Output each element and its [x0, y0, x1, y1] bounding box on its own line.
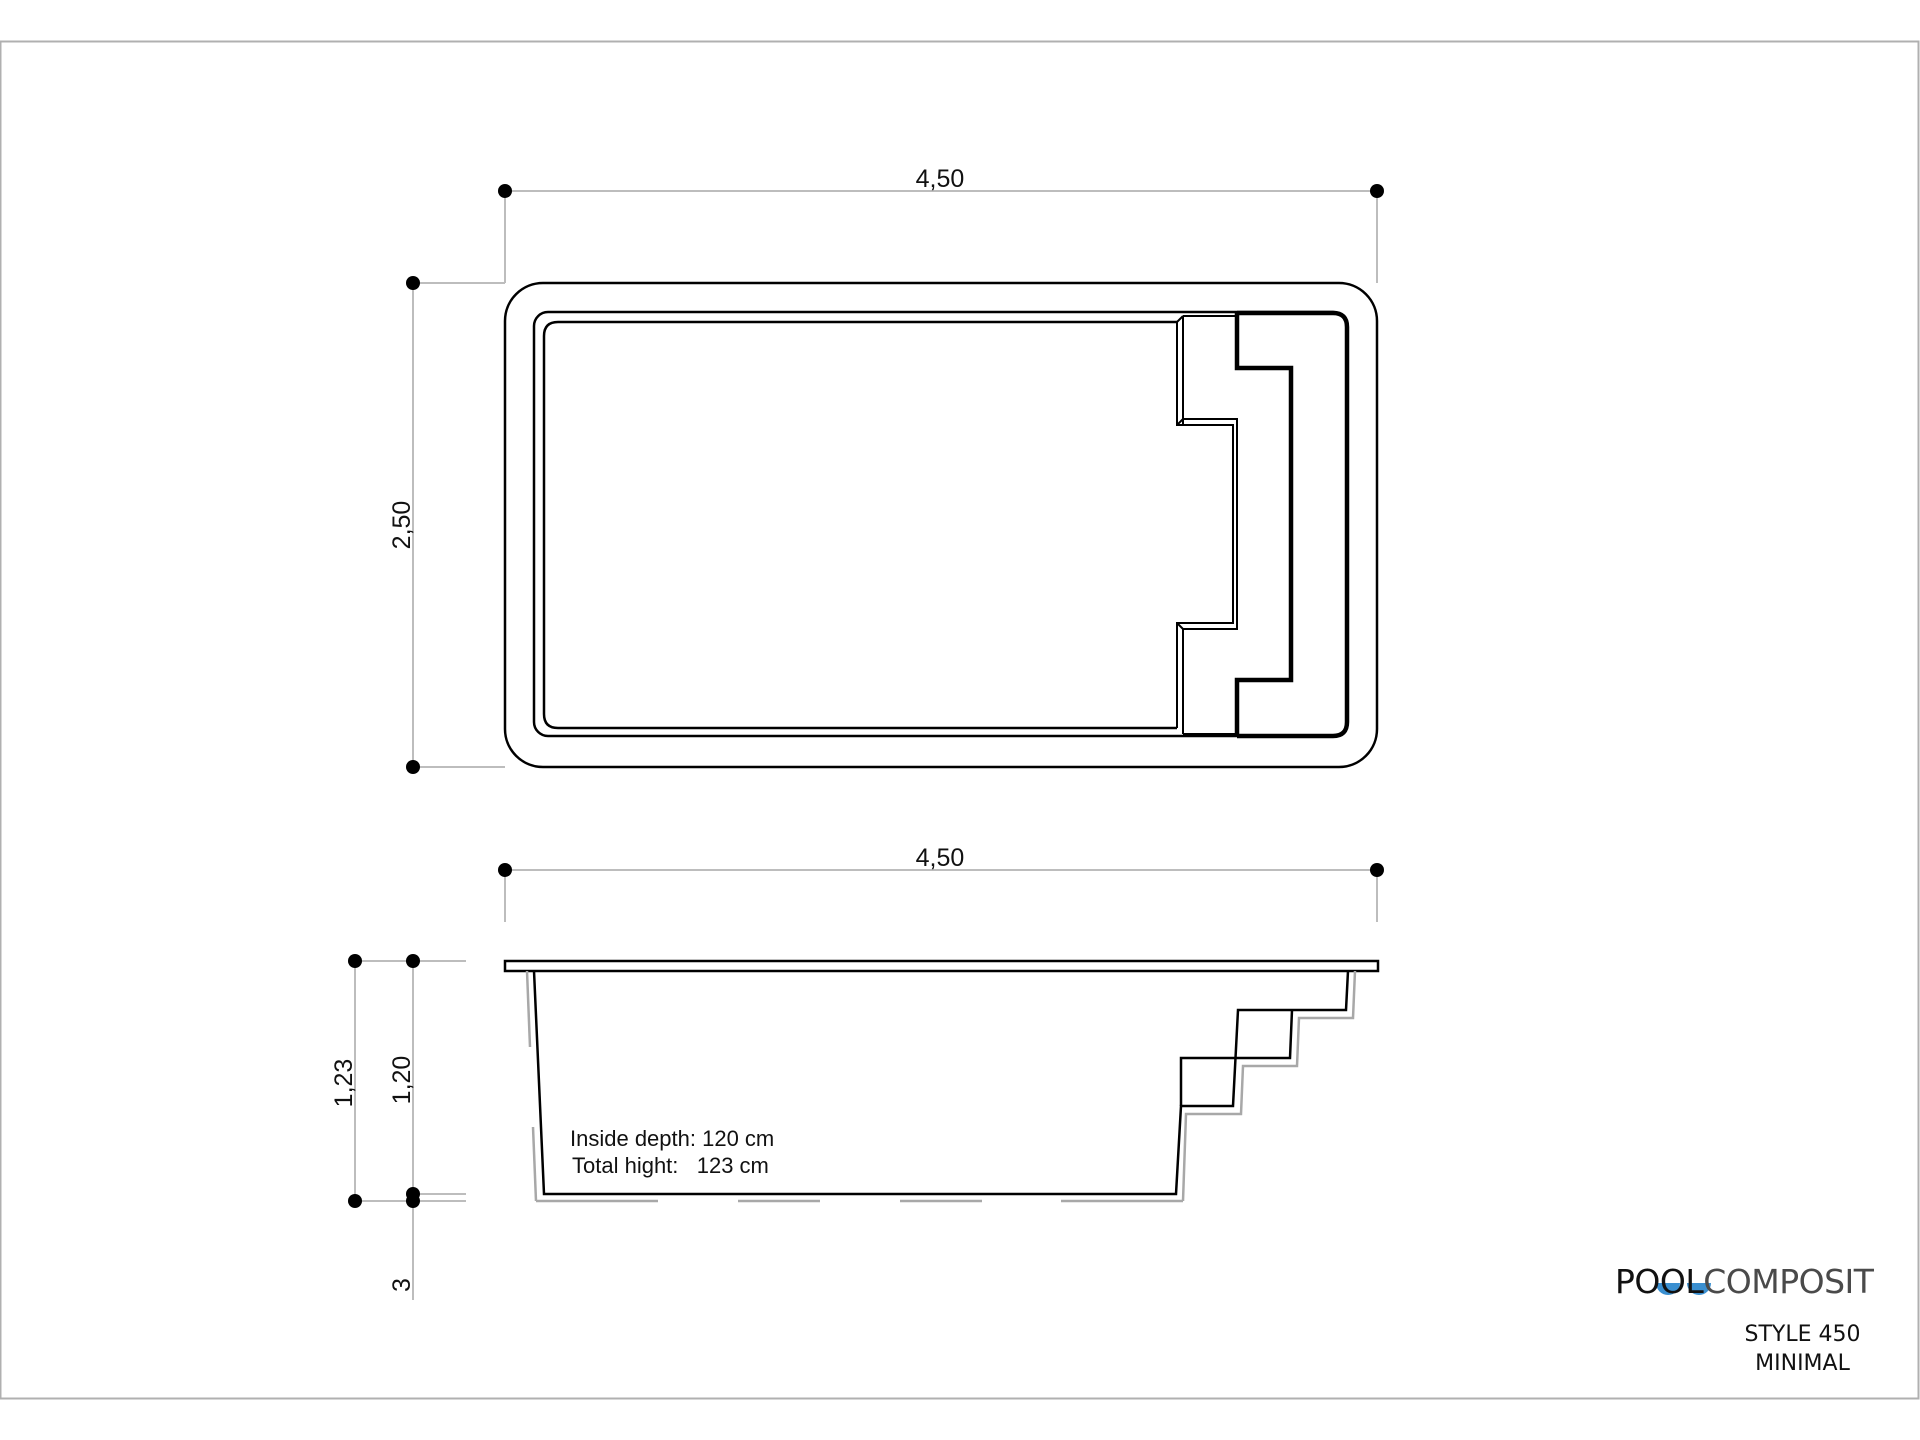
step-thin-outline	[1176, 315, 1238, 734]
shell-inner-profile	[532, 970, 1350, 1196]
pool-lip	[503, 959, 1380, 973]
brand-name-part2: COMPOSIT	[1703, 1262, 1874, 1301]
plan-view: 4,50 2,50	[388, 165, 1384, 774]
dimension-dot	[498, 184, 512, 198]
dimension-dot	[1370, 184, 1384, 198]
model-variant: MINIMAL	[1755, 1351, 1850, 1376]
step-bench-edge	[1237, 310, 1350, 739]
total-height-label: 1,23	[330, 1059, 358, 1108]
pool-floor-outline	[542, 320, 1177, 730]
plan-width-label: 4,50	[916, 165, 965, 193]
plan-width-dimension	[504, 190, 1378, 283]
section-view: 4,50 1,23 1,20 3	[330, 844, 1384, 1300]
brand-logo: POOLCOMPOSIT	[1615, 1262, 1874, 1302]
dimension-dot	[406, 276, 420, 290]
model-name: STYLE 450	[1744, 1322, 1861, 1347]
section-width-label: 4,50	[916, 844, 965, 872]
section-width-dimension	[504, 869, 1378, 922]
dimension-dot	[1370, 863, 1384, 877]
dimension-dot	[348, 1194, 362, 1208]
dimension-dot	[498, 863, 512, 877]
step-bench-outline	[1234, 313, 1294, 736]
step-profile	[1179, 1009, 1294, 1106]
inside-depth-note: Inside depth: 120 cm	[570, 1126, 774, 1151]
dimension-dot	[406, 954, 420, 968]
shell-outer-profile	[525, 970, 1357, 1203]
dimension-dot	[348, 954, 362, 968]
section-height-dimensions	[354, 960, 466, 1300]
dimension-dot	[406, 1194, 420, 1208]
total-height-note: Total hight: 123 cm	[572, 1153, 769, 1178]
plan-height-dimension	[412, 282, 505, 768]
inside-depth-label: 1,20	[388, 1056, 416, 1105]
logo-water-icon	[1656, 1283, 1711, 1295]
base-offset-label: 3	[388, 1278, 416, 1292]
pool-inner-edge	[532, 310, 1349, 738]
brand-name-part1: POOL	[1615, 1262, 1704, 1301]
dimension-dot	[406, 760, 420, 774]
drawing-frame	[0, 40, 1920, 1400]
plan-height-label: 2,50	[388, 501, 416, 550]
pool-outer-edge	[503, 281, 1379, 769]
